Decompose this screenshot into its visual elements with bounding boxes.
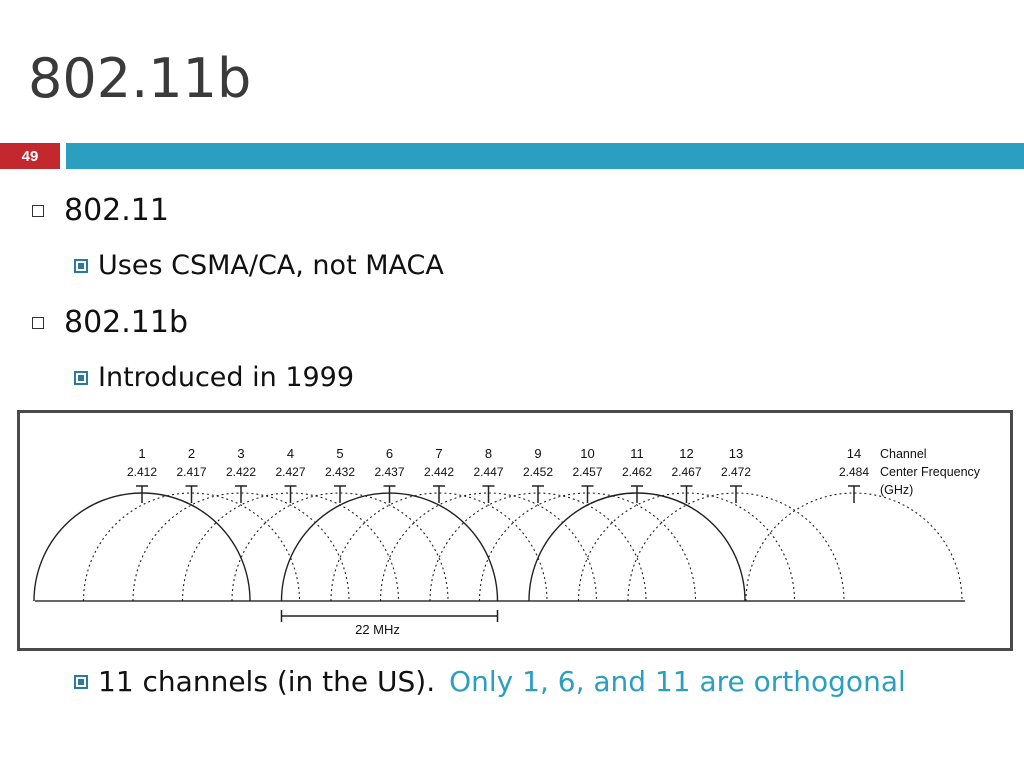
overlapping-channel-arc (330, 492, 548, 602)
center-frequency-label: 2.437 (374, 465, 404, 479)
center-frequency-label: 2.442 (424, 465, 454, 479)
overlapping-channel-arc (379, 492, 598, 602)
overlapping-channel-arc (132, 492, 350, 602)
legend-text: Center Frequency (880, 465, 981, 479)
bullet-802-11b: 802.11b (32, 305, 188, 340)
overlapping-channel-arc (429, 492, 647, 602)
center-frequency-label: 2.447 (473, 465, 503, 479)
title-accent-bar (66, 143, 1024, 169)
channel-number-label: 1 (138, 446, 145, 461)
bullet-text: 802.11b (64, 305, 189, 340)
channel-number-label: 5 (336, 446, 343, 461)
bullet-text: 11 channels (in the US). (98, 665, 436, 698)
slide-title: 802.11b (28, 47, 252, 110)
bullet-802-11: 802.11 (32, 193, 169, 228)
channel-number-label: 13 (729, 446, 743, 461)
center-frequency-label: 2.457 (572, 465, 602, 479)
legend-text: (GHz) (880, 483, 913, 497)
channel-diagram-svg: 1 2.412 2 2.417 3 2.422 4 2.427 5 2.432 6 2.437 7 2.4… (33, 446, 981, 637)
orthogonal-highlight-text: Only 1, 6, and 11 are orthogonal (449, 665, 906, 698)
overlapping-channel-arc (181, 492, 400, 602)
bullet-text: 802.11 (64, 193, 169, 228)
channel-number-label: 8 (485, 446, 492, 461)
channel-diagram: 1 2.412 2 2.417 3 2.422 4 2.427 5 2.432 6 2.437 7 2.4… (17, 410, 1013, 651)
filled-square-bullet-icon (74, 674, 88, 689)
overlapping-channel-arc (745, 492, 963, 602)
center-frequency-label: 2.412 (127, 465, 157, 479)
center-frequency-label: 2.462 (622, 465, 652, 479)
channel-number-label: 9 (534, 446, 541, 461)
channel-number-label: 6 (386, 446, 393, 461)
overlapping-channel-arc (82, 492, 301, 602)
orthogonal-channel-arc (33, 492, 251, 602)
bullet-text: Introduced in 1999 (98, 362, 355, 393)
slide-number: 49 (0, 143, 60, 169)
filled-square-bullet-icon (74, 258, 88, 273)
legend-text: Channel (880, 447, 927, 461)
orthogonal-channel-arc (280, 492, 499, 602)
sub-bullet-csma: Uses CSMA/CA, not MACA (74, 250, 444, 281)
center-frequency-label: 2.422 (226, 465, 256, 479)
center-frequency-label: 2.417 (176, 465, 206, 479)
overlapping-channel-arc (478, 492, 697, 602)
sub-bullet-introduced: Introduced in 1999 (74, 362, 354, 393)
overlapping-channel-arc (231, 492, 449, 602)
center-frequency-label: 2.432 (325, 465, 355, 479)
center-frequency-label: 2.427 (275, 465, 305, 479)
overlapping-channel-arc (577, 492, 796, 602)
channel-number-label: 3 (237, 446, 244, 461)
channel-number-label: 2 (188, 446, 195, 461)
center-frequency-label: 2.472 (721, 465, 751, 479)
hollow-square-bullet-icon (32, 316, 44, 329)
channel-number-label: 11 (630, 446, 644, 461)
center-frequency-label: 2.484 (839, 465, 869, 479)
channel-number-label: 4 (287, 446, 294, 461)
channel-number-label: 7 (435, 446, 442, 461)
bullet-text: Uses CSMA/CA, not MACA (98, 250, 444, 281)
overlapping-channel-arc (627, 492, 845, 602)
filled-square-bullet-icon (74, 370, 88, 385)
sub-bullet-channels: 11 channels (in the US). Only 1, 6, and … (74, 665, 906, 698)
center-frequency-label: 2.452 (523, 465, 553, 479)
channel-number-label: 14 (847, 446, 861, 461)
center-frequency-label: 2.467 (671, 465, 701, 479)
channel-number-label: 12 (679, 446, 693, 461)
orthogonal-channel-arc (528, 492, 746, 602)
bandwidth-label: 22 MHz (355, 622, 400, 637)
channel-number-label: 10 (580, 446, 594, 461)
hollow-square-bullet-icon (32, 204, 44, 217)
